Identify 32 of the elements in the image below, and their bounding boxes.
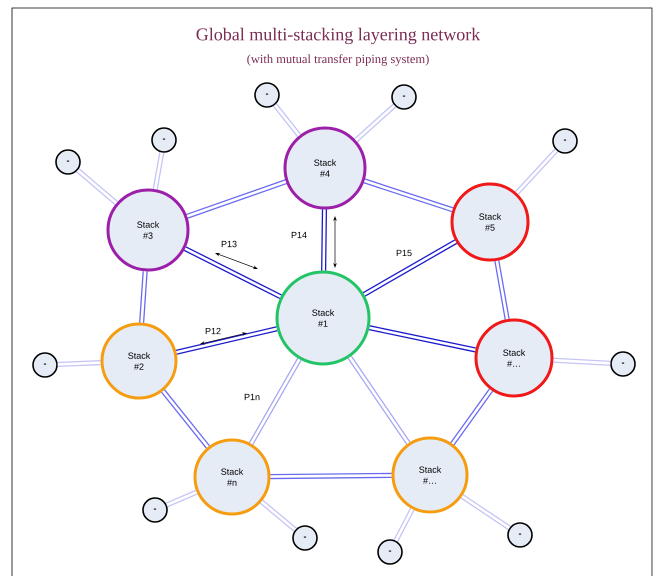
- pipe: [184, 246, 282, 299]
- pipe: [354, 104, 396, 142]
- pipe: [139, 271, 148, 323]
- edge-label: P1n: [243, 392, 261, 402]
- pipe: [166, 490, 198, 508]
- pipe: [362, 239, 458, 297]
- pipe: [248, 358, 302, 445]
- pipe: [514, 148, 558, 195]
- pipe: [450, 388, 494, 446]
- pipe: [76, 168, 118, 206]
- pipe: [161, 389, 210, 449]
- title: Global multi-stacking layering network: [196, 28, 480, 44]
- pipe: [260, 500, 297, 532]
- pipe: [364, 178, 454, 212]
- subtitle: (with mutual transfer piping system): [247, 54, 429, 66]
- edge-label: P14: [290, 230, 308, 240]
- pipe: [176, 326, 278, 355]
- edge-label: P12: [204, 326, 222, 336]
- pipe: [321, 209, 328, 271]
- pipe: [553, 358, 610, 366]
- pipe: [186, 179, 287, 219]
- pipe: [368, 325, 476, 352]
- pipe: [270, 472, 392, 480]
- pipe: [152, 152, 164, 190]
- pipe: [394, 508, 415, 542]
- pipe: [460, 494, 511, 530]
- pipe: [494, 260, 510, 320]
- pipe: [272, 103, 302, 138]
- pipe: [348, 356, 410, 445]
- edge-label: P13: [220, 240, 238, 248]
- pipe: [58, 360, 101, 368]
- edge-label: P15: [395, 248, 413, 258]
